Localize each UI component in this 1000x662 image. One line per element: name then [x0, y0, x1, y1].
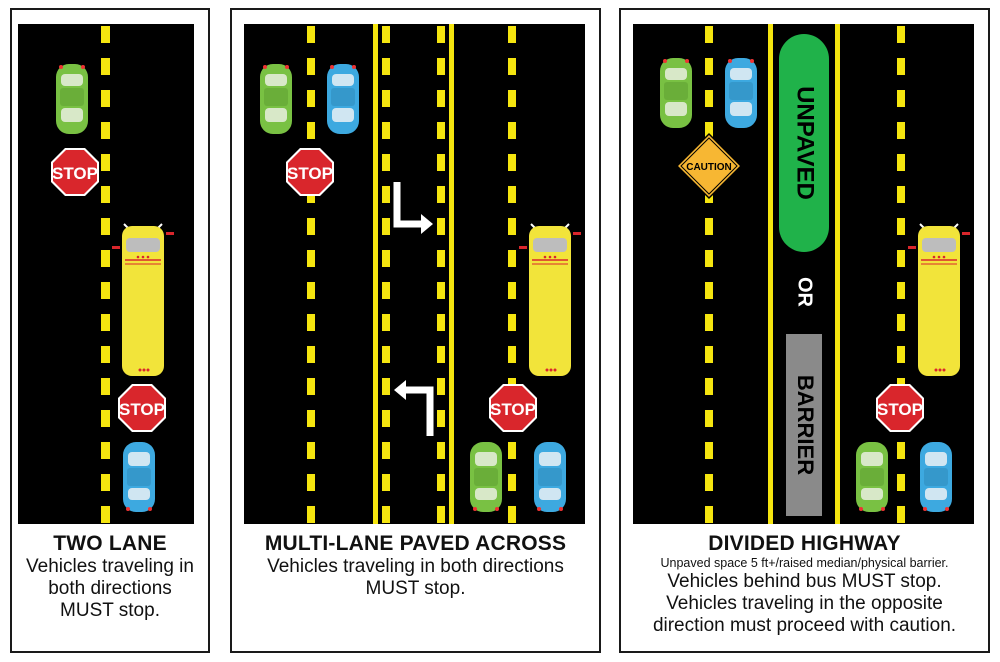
panel-title: DIVIDED HIGHWAY: [708, 532, 901, 555]
car-icon: [470, 442, 502, 512]
car-icon: [56, 64, 88, 134]
panel-description-line: MUST stop.: [365, 578, 466, 599]
school-bus-icon: [112, 223, 174, 376]
lane-dashed-line: [897, 24, 905, 524]
solid-yellow-line: [768, 24, 773, 524]
panel-title: TWO LANE: [53, 532, 167, 555]
or-label: OR: [794, 277, 816, 308]
lane-dashed-line: [508, 24, 516, 524]
divided-highway-road: UNPAVED OR BARRIER: [633, 24, 974, 524]
lane-dashed-line: [382, 24, 390, 524]
panel-title: MULTI-LANE PAVED ACROSS: [264, 532, 567, 555]
panel-subtitle: Unpaved space 5 ft+/raised median/physic…: [660, 556, 949, 570]
car-icon: [260, 64, 292, 134]
caution-sign-icon: CAUTION: [675, 132, 743, 200]
turn-arrow-icon: [393, 182, 433, 234]
car-icon: [123, 442, 155, 512]
solid-yellow-line: [449, 24, 454, 524]
divided-highway-panel: UNPAVED OR BARRIER: [619, 8, 990, 653]
panel-description-line: both directions: [48, 578, 172, 599]
svg-text:STOP: STOP: [52, 164, 98, 183]
solid-yellow-line: [835, 24, 840, 524]
stop-sign-icon: STOP: [876, 384, 924, 432]
svg-text:STOP: STOP: [490, 400, 536, 419]
stop-sign-icon: STOP: [286, 148, 334, 196]
car-icon: [660, 58, 692, 128]
lane-dashed-line: [437, 24, 445, 524]
lane-dashed-line: [307, 24, 315, 524]
school-bus-icon: [908, 223, 970, 376]
car-icon: [534, 442, 566, 512]
unpaved-label: UNPAVED: [792, 86, 819, 200]
multi-lane-panel: STOP: [230, 8, 601, 653]
stop-sign-icon: STOP: [118, 384, 166, 432]
panel-description-line: MUST stop.: [60, 600, 160, 621]
panel-description-line: Vehicles behind bus MUST stop.: [667, 571, 942, 592]
barrier-label: BARRIER: [793, 375, 818, 475]
two-lane-road: STOP STOP: [18, 24, 194, 524]
svg-text:STOP: STOP: [287, 164, 333, 183]
svg-text:STOP: STOP: [877, 400, 923, 419]
stop-sign-icon: STOP: [51, 148, 99, 196]
svg-text:CAUTION: CAUTION: [686, 162, 732, 173]
physical-barrier: [786, 334, 822, 516]
car-icon: [725, 58, 757, 128]
two-lane-panel: STOP STOP: [10, 8, 210, 653]
panel-description-line: Vehicles traveling in the opposite: [666, 593, 943, 614]
stop-sign-icon: STOP: [489, 384, 537, 432]
unpaved-median: [779, 34, 829, 252]
turn-arrow-icon: [394, 380, 434, 436]
car-icon: [327, 64, 359, 134]
multi-lane-road: STOP: [244, 24, 585, 524]
panel-description-line: Vehicles traveling in: [26, 556, 194, 577]
car-icon: [920, 442, 952, 512]
svg-text:STOP: STOP: [119, 400, 165, 419]
panel-description-line: direction must proceed with caution.: [652, 615, 957, 636]
center-dashed-line: [101, 24, 110, 524]
car-icon: [856, 442, 888, 512]
solid-yellow-line: [373, 24, 378, 524]
lane-dashed-line: [705, 24, 713, 524]
school-bus-icon: [519, 223, 581, 376]
panel-description-line: Vehicles traveling in both directions: [267, 556, 564, 577]
